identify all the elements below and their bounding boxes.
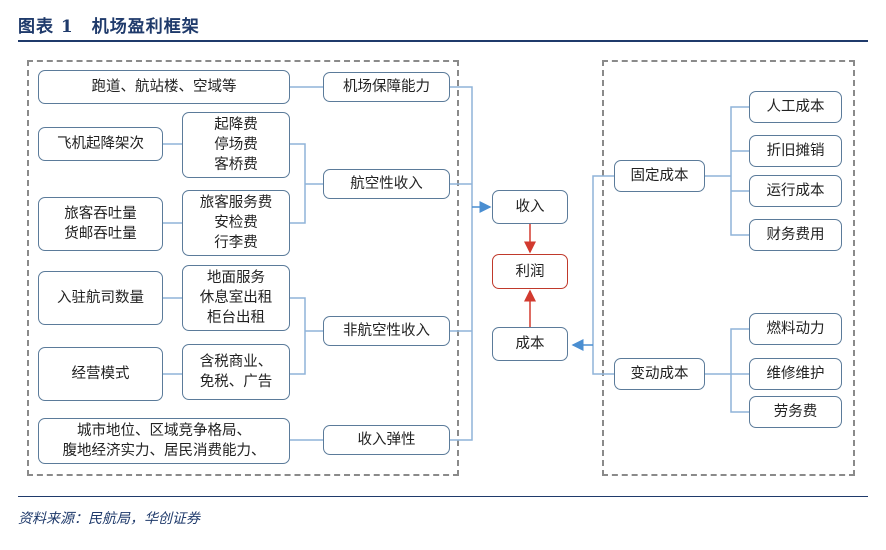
- bracket-aero: [290, 143, 306, 224]
- bracket-variable-items: [730, 328, 749, 413]
- fixed-cost-box: 固定成本: [614, 160, 705, 192]
- factor-passengers-box: 旅客吞吐量 货邮吞吐量: [38, 197, 163, 251]
- fees-landing-box: 起降费 停场费 客桥费: [182, 112, 290, 178]
- fees-ground-box: 地面服务 休息室出租 柜台出租: [182, 265, 290, 331]
- variable-cost-box: 变动成本: [614, 358, 705, 390]
- fixed-item-finance: 财务费用: [749, 219, 842, 251]
- fees-passenger-box: 旅客服务费 安检费 行李费: [182, 190, 290, 256]
- page-title: 图表 1 机场盈利框架: [18, 17, 200, 37]
- revenue-box: 收入: [492, 190, 568, 224]
- source-note: 资料来源：民航局，华创证券: [18, 511, 200, 527]
- fixed-item-depreciation: 折旧摊销: [749, 135, 842, 167]
- category-capacity-box: 机场保障能力: [323, 72, 450, 102]
- factor-city-box: 城市地位、区域竞争格局、 腹地经济实力、居民消费能力、: [38, 418, 290, 464]
- factor-mode-box: 经营模式: [38, 347, 163, 401]
- variable-item-fuel: 燃料动力: [749, 313, 842, 345]
- cost-group-frame: [602, 60, 855, 476]
- bracket-categories: [450, 86, 473, 441]
- factor-airlines-box: 入驻航司数量: [38, 271, 163, 325]
- revenue-group-frame: [27, 60, 459, 476]
- factor-runway-box: 跑道、航站楼、空域等: [38, 70, 290, 104]
- factor-takeoffs-box: 飞机起降架次: [38, 127, 163, 161]
- fixed-item-labor: 人工成本: [749, 91, 842, 123]
- bracket-nonaero: [290, 297, 306, 375]
- title-divider: [18, 40, 868, 42]
- fees-retail-box: 含税商业、 免税、广告: [182, 344, 290, 400]
- cost-box: 成本: [492, 327, 568, 361]
- footer-divider: [18, 496, 868, 497]
- fixed-item-operations: 运行成本: [749, 175, 842, 207]
- bracket-cost-types: [592, 175, 614, 375]
- category-nonaero-box: 非航空性收入: [323, 316, 450, 346]
- variable-item-labor-service: 劳务费: [749, 396, 842, 428]
- variable-item-maintenance: 维修维护: [749, 358, 842, 390]
- profit-box: 利润: [492, 254, 568, 289]
- category-elasticity-box: 收入弹性: [323, 425, 450, 455]
- category-aero-box: 航空性收入: [323, 169, 450, 199]
- bracket-fixed-items: [730, 106, 749, 236]
